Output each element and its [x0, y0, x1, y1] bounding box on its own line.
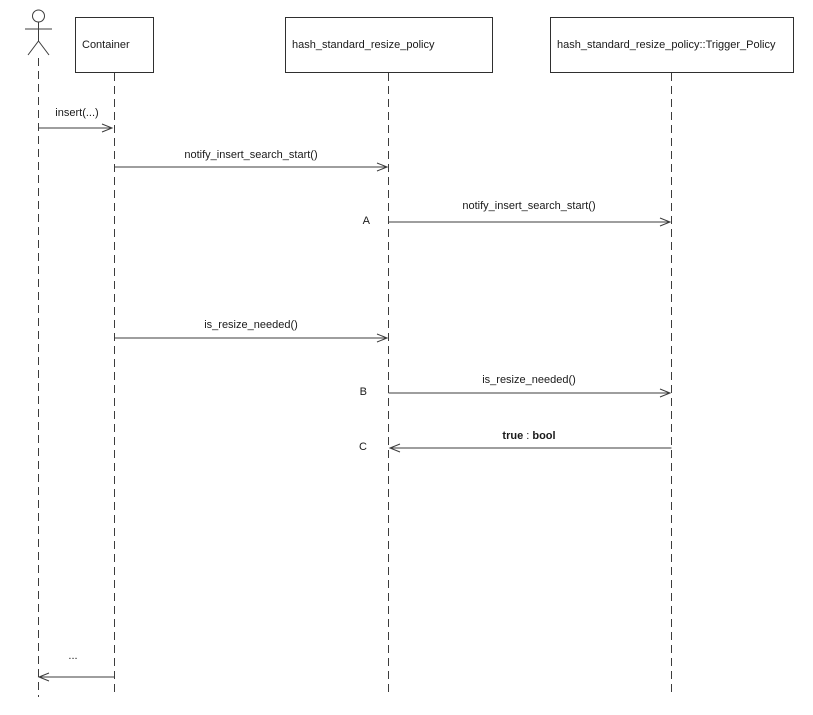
message-label-return-dots: ...	[68, 650, 78, 662]
message-tag-c: C	[359, 441, 367, 453]
message-arrow-notify-insert-search-start-1	[114, 162, 389, 172]
participant-label: hash_standard_resize_policy::Trigger_Pol…	[557, 39, 776, 51]
message-arrow-is-resize-needed-1	[114, 333, 389, 343]
return-value: true	[502, 430, 524, 442]
message-label-insert: insert(...)	[55, 107, 99, 119]
message-arrow-return-true-bool	[388, 443, 672, 453]
message-tag-a: A	[362, 215, 370, 227]
participant-hash-standard-resize-policy: hash_standard_resize_policy	[285, 17, 493, 73]
participant-trigger-policy: hash_standard_resize_policy::Trigger_Pol…	[550, 17, 794, 73]
message-label-notify-insert-search-start-2: notify_insert_search_start()	[462, 200, 596, 212]
message-label-return-true-bool: true : bool	[502, 430, 555, 442]
message-arrow-notify-insert-search-start-2	[388, 217, 672, 227]
message-label-is-resize-needed-2: is_resize_needed()	[482, 374, 576, 386]
message-label-notify-insert-search-start-1: notify_insert_search_start()	[184, 149, 318, 161]
participant-container: Container	[75, 17, 154, 73]
actor-icon	[25, 9, 52, 56]
return-separator: :	[523, 430, 533, 442]
participant-label: Container	[82, 39, 130, 51]
message-arrow-is-resize-needed-2	[388, 388, 672, 398]
message-tag-b: B	[359, 386, 367, 398]
return-type: bool	[532, 430, 556, 442]
participant-label: hash_standard_resize_policy	[292, 39, 435, 51]
message-arrow-insert	[38, 123, 114, 133]
message-arrow-return-dots	[37, 672, 115, 682]
message-label-is-resize-needed-1: is_resize_needed()	[204, 319, 298, 331]
